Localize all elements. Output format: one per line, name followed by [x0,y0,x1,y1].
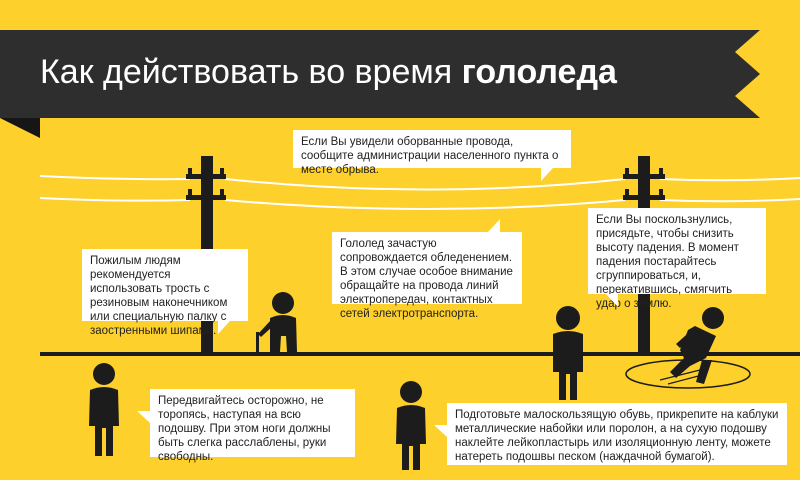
title-regular: Как действовать во время [40,53,453,91]
tip-bubble-shoes: Подготовьте малоскользящую обувь, прикре… [434,403,787,465]
ground-line [40,352,800,356]
falling-person-icon [625,307,751,389]
tip-bubble-walk: Передвигайтесь осторожно, не торопясь, н… [137,389,355,463]
banner-ribbon-fold [0,118,40,138]
tip-bubble-icing: Гололед зачастую сопровождается обледене… [332,219,522,320]
power-lines [39,175,800,210]
tip-text-fall: Если Вы поскользнулись, присядьте, чтобы… [596,214,739,310]
tip-text-icing: Гололед зачастую сопровождается обледене… [340,238,513,320]
tip-bubble-wires: Если Вы увидели оборванные провода, сооб… [293,130,571,181]
tip-bubble-elderly: Пожилым людям рекомендуется использовать… [82,249,248,337]
tip-text-wires: Если Вы увидели оборванные провода, сооб… [301,136,559,176]
person-icon [396,381,426,470]
title-bold: гололеда [461,53,617,91]
tip-text-shoes: Подготовьте малоскользящую обувь, прикре… [455,409,779,463]
tip-bubble-fall: Если Вы поскользнулись, присядьте, чтобы… [588,208,766,310]
title-banner [0,22,800,138]
person-icon [553,306,583,400]
person-icon [89,363,119,456]
page-title: Как действовать во время гололеда [40,46,617,98]
tip-text-walk: Передвигайтесь осторожно, не торопясь, н… [158,395,331,463]
tip-text-elderly: Пожилым людям рекомендуется использовать… [90,255,228,337]
banner-ribbon [0,30,760,118]
elderly-person-with-cane-icon [256,292,297,356]
